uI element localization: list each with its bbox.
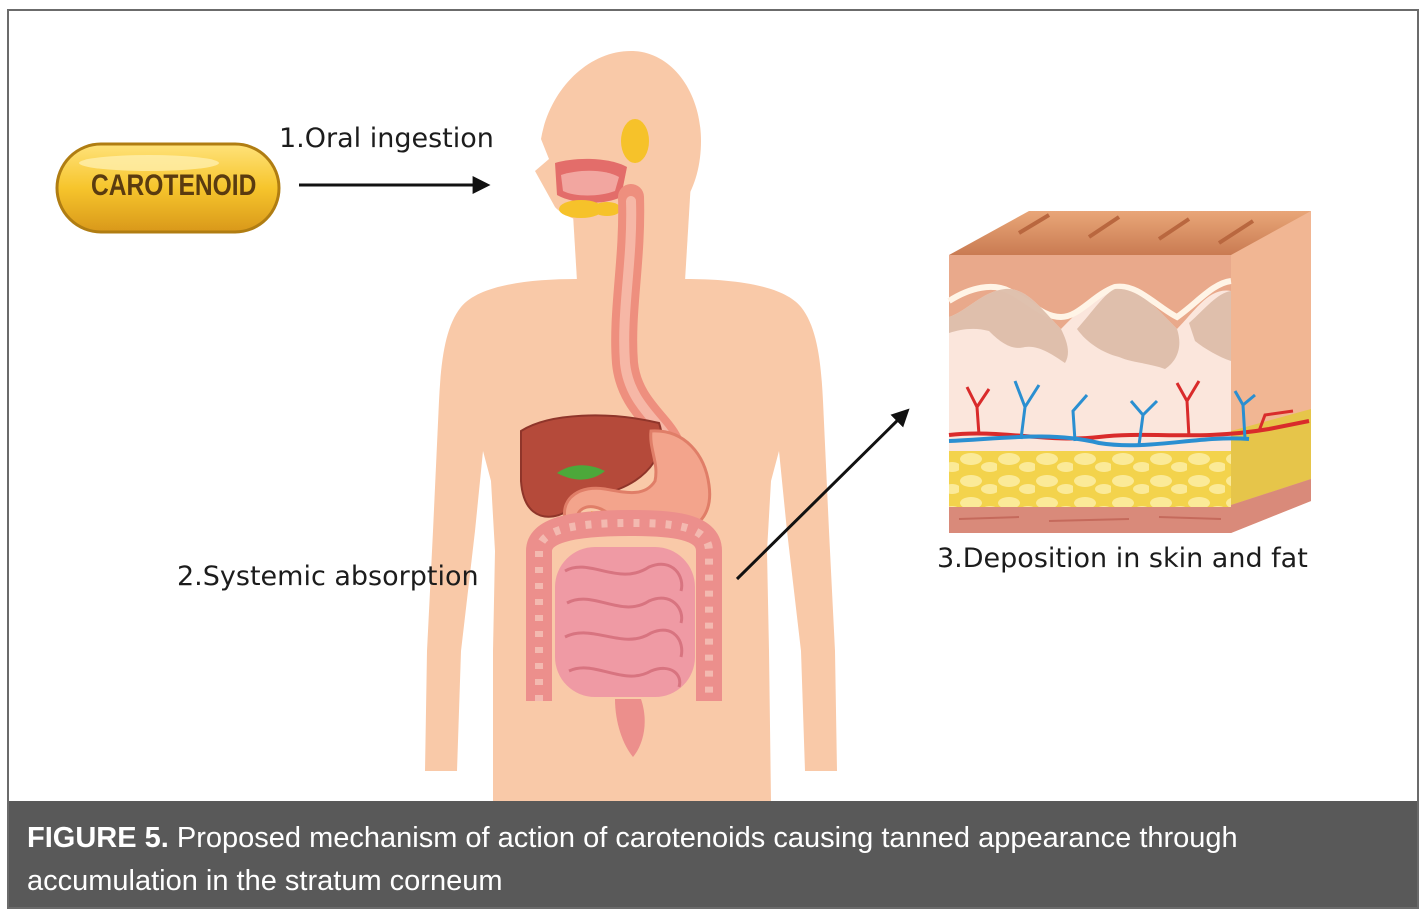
- vein: [948, 434, 1250, 448]
- skin-cross-section: [947, 211, 1311, 533]
- epidermis-layer: [949, 255, 1231, 329]
- mechanism-diagram: [55, 51, 1311, 801]
- figure-number: FIGURE 5.: [27, 822, 169, 854]
- fat-layer: [949, 451, 1231, 507]
- head: [535, 51, 701, 230]
- small-intestine: [555, 547, 695, 697]
- rectum: [615, 699, 645, 757]
- step-systemic-absorption-label: 2.Systemic absorption: [177, 561, 479, 592]
- step-oral-ingestion-label: 1.Oral ingestion: [279, 123, 494, 154]
- caption-text: Proposed mechanism of action of caroteno…: [27, 822, 1238, 897]
- oral-cavity: [555, 119, 649, 218]
- carotenoid-capsule: [55, 142, 281, 234]
- stomach: [563, 429, 712, 535]
- liver: [520, 414, 663, 518]
- capsule-label: CAROTENOID: [91, 169, 257, 202]
- figure-frame: CAROTENOID 1.Oral ingestion 2.Systemic a…: [7, 9, 1419, 909]
- artery: [948, 419, 1310, 441]
- intestines: [526, 510, 722, 757]
- dermis-papillae: [949, 288, 1231, 369]
- figure-caption: FIGURE 5. Proposed mechanism of action o…: [9, 801, 1417, 907]
- step-deposition-label: 3.Deposition in skin and fat: [937, 543, 1308, 574]
- deposition-arrow: [735, 408, 910, 581]
